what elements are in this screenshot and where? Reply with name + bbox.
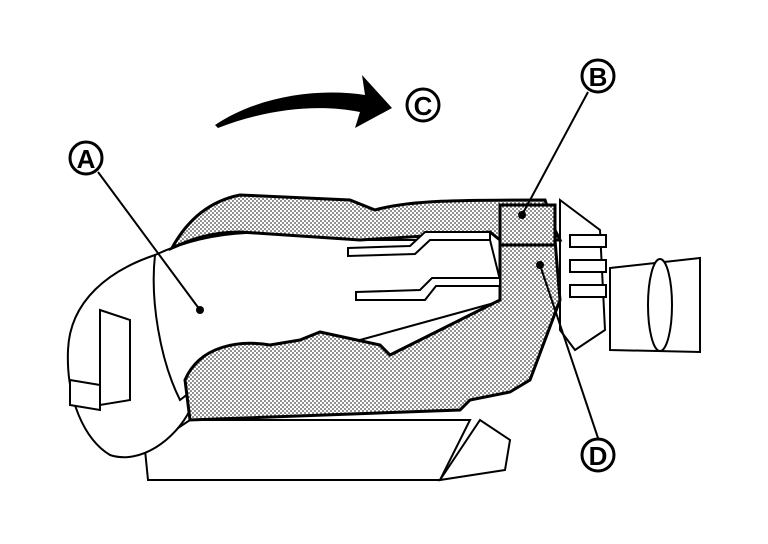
svg-text:C: C [414, 91, 433, 121]
callout-a: A [68, 140, 104, 176]
svg-text:B: B [589, 62, 608, 92]
svg-text:D: D [589, 441, 608, 471]
callout-c: C [405, 87, 441, 123]
contacts [347, 231, 501, 301]
leader-lines [97, 91, 599, 439]
base-housing [143, 418, 512, 482]
housing-section [168, 193, 563, 422]
svg-text:A: A [77, 144, 96, 174]
callout-d: D [580, 437, 616, 473]
cable [559, 198, 701, 354]
callout-b: B [580, 58, 616, 94]
rotation-arrow-icon [215, 75, 392, 128]
leader-dots [196, 211, 544, 314]
